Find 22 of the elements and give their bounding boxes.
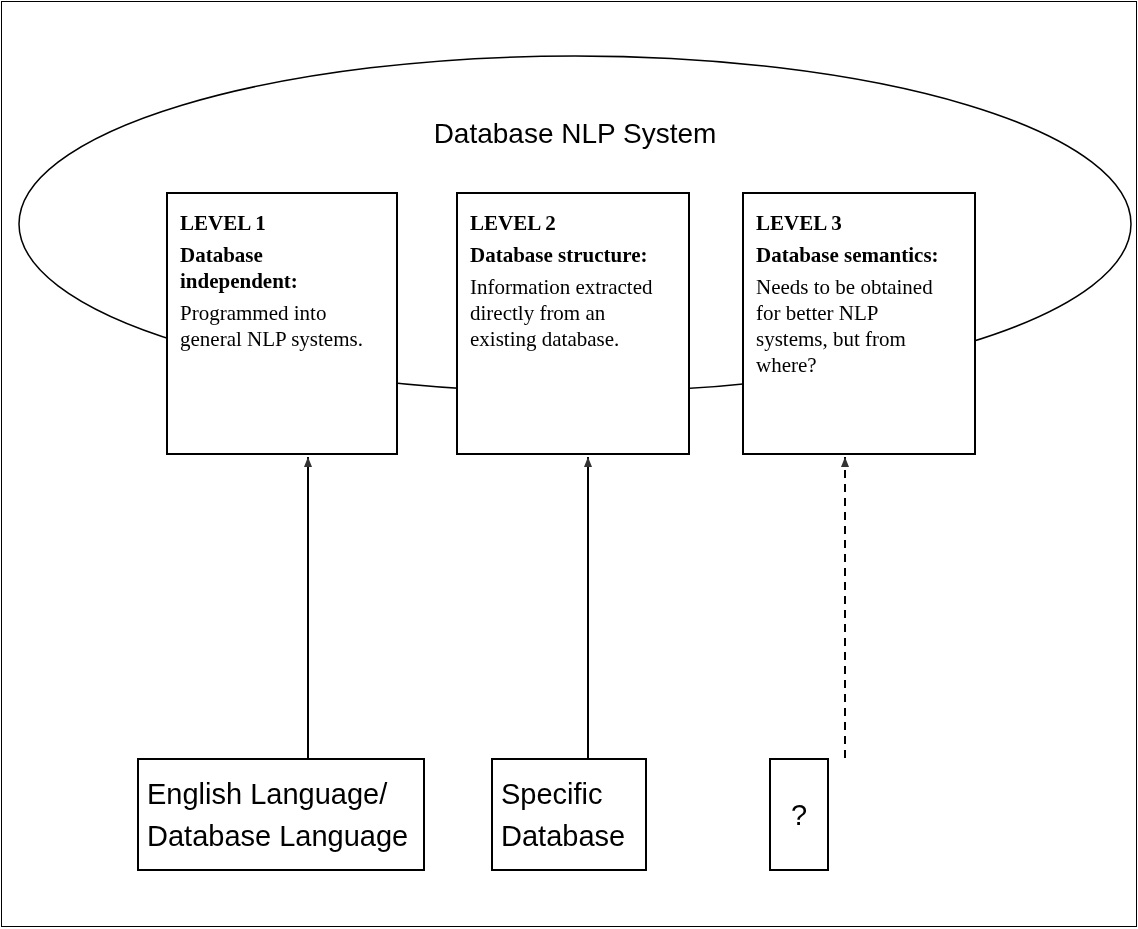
source-label: ?	[790, 797, 808, 833]
source-box	[137, 758, 425, 871]
level-subtitle: Database structure:	[470, 242, 649, 268]
level-heading: LEVEL 1	[180, 210, 267, 236]
arrow	[841, 456, 849, 759]
source-box	[769, 758, 829, 871]
level-box	[742, 192, 976, 455]
arrow	[304, 456, 312, 759]
source-label: English Language/ Database Language	[147, 776, 410, 854]
source-box	[491, 758, 647, 871]
level-description: Information extracted directly from an existing database.	[470, 274, 654, 352]
level-box	[456, 192, 690, 455]
level-description: Needs to be obtained for better NLP systems, but from where?	[756, 274, 934, 378]
source-label: Specific Database	[501, 776, 627, 854]
level-description: Programmed into general NLP systems.	[180, 300, 364, 352]
arrow	[584, 456, 592, 759]
level-subtitle: Database semantics:	[756, 242, 940, 268]
level-heading: LEVEL 3	[756, 210, 843, 236]
level-heading: LEVEL 2	[470, 210, 557, 236]
level-box	[166, 192, 398, 455]
system-title: Database NLP System	[432, 117, 718, 151]
level-subtitle: Database independent:	[180, 242, 299, 294]
